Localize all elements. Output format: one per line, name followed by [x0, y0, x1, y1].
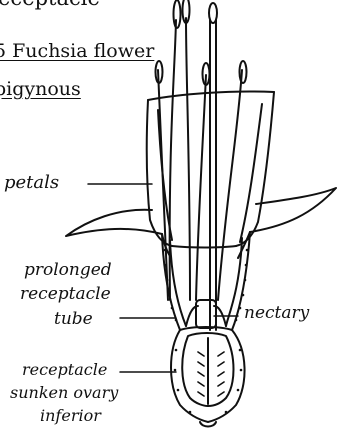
label-petals: petals: [4, 174, 59, 192]
anther: [174, 0, 181, 28]
ovary: [171, 327, 245, 427]
ovules: [198, 352, 224, 396]
label-receptacle-mid: receptacle: [20, 286, 111, 303]
label-nectary: nectary: [244, 305, 309, 322]
label-prolonged: prolonged: [24, 262, 112, 279]
nectary: [186, 300, 226, 328]
label-sunken-ovary: sunken ovary: [10, 385, 118, 401]
style: [209, 3, 217, 330]
label-inferior: inferior: [40, 408, 101, 424]
figure-subtitle: pigynous: [0, 80, 81, 99]
figure-title: 5 Fuchsia flower: [0, 42, 154, 61]
label-tube: tube: [54, 311, 93, 328]
tube-stippling: [164, 249, 249, 414]
anther: [240, 61, 247, 83]
label-receptacle-top: eceptacle: [0, 0, 100, 9]
stigma: [209, 3, 217, 23]
label-receptacle-low: receptacle: [22, 362, 107, 378]
